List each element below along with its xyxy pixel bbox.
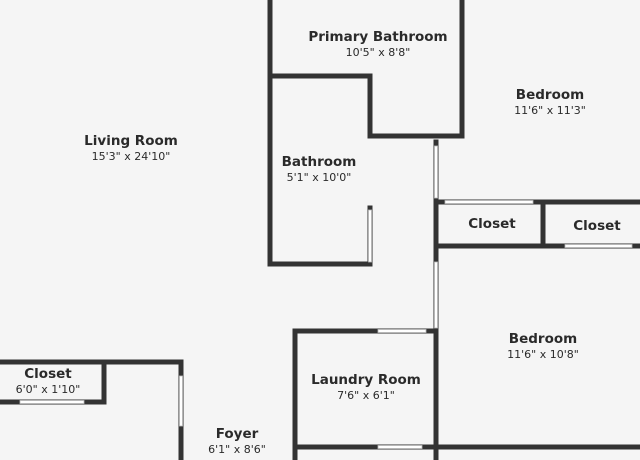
room-name: Closet xyxy=(573,218,621,234)
room-laundry-room: Laundry Room 7'6" x 6'1" xyxy=(311,372,421,403)
room-name: Foyer xyxy=(215,426,259,442)
opening-frame xyxy=(434,261,438,329)
room-name: Bathroom xyxy=(281,154,357,170)
room-dimensions: 6'0" x 1'10" xyxy=(15,383,81,396)
opening-frame xyxy=(179,375,183,427)
room-dimensions: 11'6" x 10'8" xyxy=(507,348,579,361)
room-dimensions: 11'6" x 11'3" xyxy=(514,104,586,117)
room-name: Bedroom xyxy=(515,87,585,103)
opening-frame xyxy=(444,200,534,204)
room-name: Closet xyxy=(24,366,72,382)
room-foyer: Foyer 6'1" x 8'6" xyxy=(208,426,266,457)
opening-frame xyxy=(377,329,427,333)
room-bathroom: Bathroom 5'1" x 10'0" xyxy=(282,154,357,185)
opening-frame xyxy=(19,400,85,404)
room-closet-left: Closet 6'0" x 1'10" xyxy=(16,366,81,397)
room-name: Bedroom xyxy=(508,331,578,347)
room-name: Laundry Room xyxy=(311,372,421,388)
opening-frame xyxy=(434,145,438,199)
room-primary-bathroom: Primary Bathroom 10'5" x 8'8" xyxy=(308,29,447,60)
opening-frame xyxy=(377,445,423,449)
room-dimensions: 6'1" x 8'6" xyxy=(208,443,266,456)
room-closet-right: Closet xyxy=(573,218,620,235)
room-name: Closet xyxy=(468,216,516,232)
room-bedroom-upper: Bedroom 11'6" x 11'3" xyxy=(514,87,586,118)
opening-frame xyxy=(368,209,372,263)
room-name: Primary Bathroom xyxy=(308,29,448,45)
room-dimensions: 7'6" x 6'1" xyxy=(337,389,395,402)
room-closet-middle: Closet xyxy=(468,216,515,233)
room-bedroom-lower: Bedroom 11'6" x 10'8" xyxy=(507,331,579,362)
room-living-room: Living Room 15'3" x 24'10" xyxy=(84,133,178,164)
room-name: Living Room xyxy=(84,133,178,149)
room-dimensions: 5'1" x 10'0" xyxy=(286,171,352,184)
room-dimensions: 15'3" x 24'10" xyxy=(91,150,171,163)
room-dimensions: 10'5" x 8'8" xyxy=(345,46,411,59)
opening-frame xyxy=(564,244,633,248)
